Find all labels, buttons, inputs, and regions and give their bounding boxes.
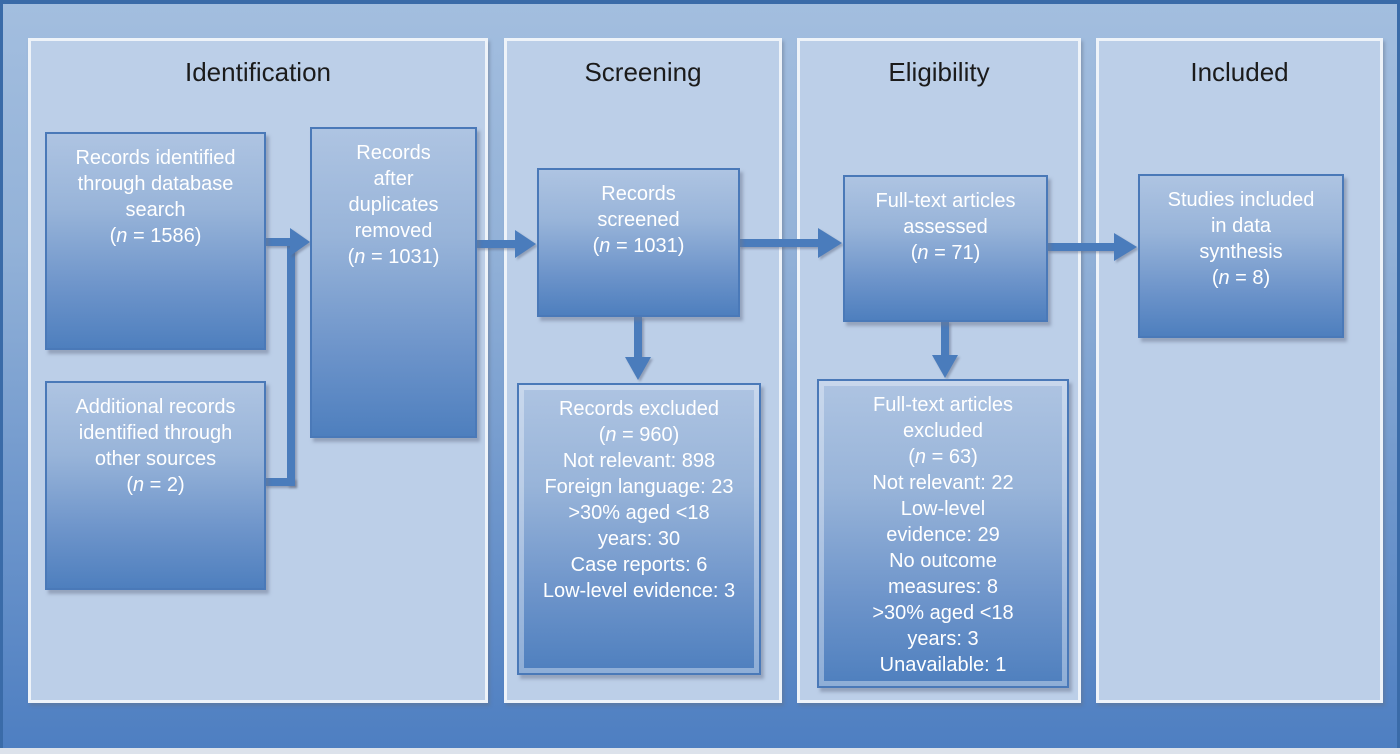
arrow-screened-to-assessed-head	[818, 228, 842, 258]
connector-additional-records-vertical	[287, 242, 295, 486]
box-line: Not relevant: 22	[872, 472, 1014, 494]
box-line: Unavailable: 1	[879, 654, 1007, 676]
box-duplicates-removed: Records after duplicates removed (n = 1031)	[310, 127, 477, 438]
box-fulltext-excluded: Full-text articles excluded (n = 63) Not re…	[817, 379, 1069, 688]
box-line: Foreign language: 23	[544, 476, 734, 498]
box-line: (n = 63)	[908, 446, 978, 468]
box-line: No outcome	[889, 550, 997, 572]
box-additional-records: Additional records identified through othe…	[45, 381, 266, 590]
box-line: Low-level evidence: 3	[542, 580, 736, 602]
box-line: Records excluded	[558, 398, 720, 420]
frame-edge-right	[1397, 0, 1400, 748]
arrow-screened-to-assessed-shaft	[738, 239, 820, 247]
box-line: (n = 1031)	[592, 235, 685, 257]
frame-bottom-strip	[0, 748, 1400, 754]
box-line: through database	[77, 173, 234, 195]
arrow-identified-to-duplicates-head	[290, 228, 310, 256]
box-line: synthesis	[1199, 241, 1283, 263]
box-line: excluded	[902, 420, 984, 442]
box-line: >30% aged <18	[872, 602, 1014, 624]
column-header-screening: Screening	[584, 57, 702, 87]
frame-edge-top	[0, 0, 1400, 4]
box-line: Records	[356, 142, 431, 164]
column-header-identification: Identification	[185, 57, 331, 87]
box-line: (n = 2)	[126, 474, 185, 496]
box-line: (n = 1031)	[347, 246, 440, 268]
box-line: (n = 8)	[1211, 267, 1271, 289]
box-line: Records	[601, 183, 676, 205]
box-line: assessed	[903, 216, 988, 238]
box-line: search	[125, 199, 186, 221]
panel-included	[1096, 38, 1383, 703]
arrow-duplicates-to-screened-shaft	[475, 240, 517, 248]
box-studies-included: Studies included in data synthesis (n = 8)	[1138, 174, 1344, 338]
box-line: >30% aged <18	[568, 502, 710, 524]
box-line: years: 30	[597, 528, 681, 550]
box-line: identified through	[78, 422, 233, 444]
column-header-included: Included	[1190, 57, 1289, 87]
box-line: evidence: 29	[886, 524, 1000, 546]
box-line: duplicates	[348, 194, 439, 216]
column-header-eligibility: Eligibility	[888, 57, 990, 87]
box-line: Additional records	[75, 396, 236, 418]
arrow-identified-to-duplicates-shaft	[265, 238, 292, 246]
box-records-identified: Records identified through database search…	[45, 132, 266, 350]
box-line: Full-text articles	[875, 190, 1016, 212]
box-line: (n = 71)	[910, 242, 981, 264]
box-line: Low-level	[900, 498, 986, 520]
box-line: other sources	[94, 448, 217, 470]
box-line: (n = 1586)	[109, 225, 202, 247]
box-line: years: 3	[907, 628, 979, 650]
box-line: Full-text articles	[872, 394, 1014, 416]
arrow-screened-to-excluded-head	[625, 357, 651, 380]
box-line: Case reports: 6	[570, 554, 708, 576]
arrow-duplicates-to-screened-head	[515, 230, 536, 258]
connector-additional-records-horizontal	[264, 478, 295, 486]
frame-edge-left	[0, 0, 3, 748]
box-line: Records identified	[75, 147, 236, 169]
box-line: measures: 8	[887, 576, 999, 598]
box-line: in data	[1210, 215, 1272, 237]
box-fulltext-assessed: Full-text articles assessed (n = 71)	[843, 175, 1048, 322]
box-line: screened	[597, 209, 680, 231]
arrow-assessed-to-excluded-head	[932, 355, 958, 378]
box-line: (n = 960)	[598, 424, 680, 446]
box-line: Not relevant: 898	[562, 450, 716, 472]
box-line: Studies included	[1167, 189, 1315, 211]
box-line: removed	[354, 220, 433, 242]
box-records-screened: Records screened (n = 1031)	[537, 168, 740, 317]
arrow-assessed-to-included-shaft	[1046, 243, 1116, 251]
box-records-excluded: Records excluded (n = 960) Not relevant: 8…	[517, 383, 761, 675]
arrow-screened-to-excluded-shaft	[634, 316, 642, 359]
arrow-assessed-to-excluded-shaft	[941, 321, 949, 357]
box-line: after	[373, 168, 414, 190]
arrow-assessed-to-included-head	[1114, 233, 1137, 261]
